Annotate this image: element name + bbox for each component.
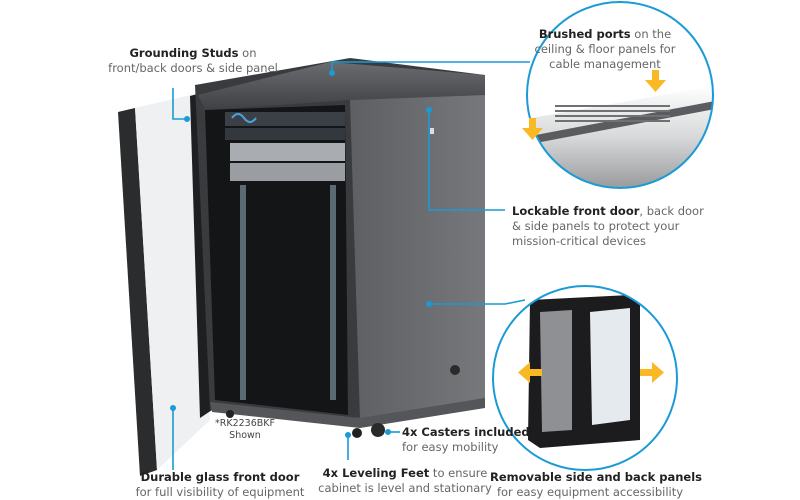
callout-dot-grounding — [184, 116, 190, 122]
glass-front-door — [118, 92, 212, 476]
callout-dot-leveling — [345, 432, 351, 438]
callout-desc: for full visibility of equipment — [135, 485, 305, 499]
model-number: *RK2236BKF — [215, 418, 275, 429]
callout-removable-panels: Removable side and back panels for easy … — [490, 470, 702, 500]
callout-desc: & side panels to protect your — [512, 219, 680, 233]
callout-dot-brushed — [329, 70, 335, 76]
callout-casters: 4x Casters included for easy mobility — [402, 425, 530, 455]
callout-desc: for easy mobility — [402, 440, 499, 454]
callout-title: 4x Casters included — [402, 425, 530, 439]
callout-brushed-ports: Brushed ports on the ceiling & floor pan… — [525, 27, 685, 72]
callout-text: to ensure — [429, 466, 488, 480]
callout-grounding-studs: Grounding Studs on front/back doors & si… — [108, 46, 278, 76]
callout-desc: mission-critical devices — [512, 234, 646, 248]
callout-dot-glass — [170, 405, 176, 411]
callout-dot-lockable — [426, 107, 432, 113]
server-rack-cabinet — [195, 58, 485, 438]
callout-title: Grounding Studs — [129, 46, 239, 60]
callout-title: Lockable front door — [512, 204, 640, 218]
callout-title: 4x Leveling Feet — [322, 466, 430, 480]
callout-desc: ceiling & floor panels for — [534, 42, 676, 56]
callout-title: Durable glass front door — [140, 470, 300, 484]
model-shown-label: Shown — [229, 430, 261, 441]
callout-text: on the — [630, 27, 672, 41]
brushed-ports-inset — [522, 1, 714, 189]
callout-text: on — [238, 46, 257, 60]
right-arrow-icon — [640, 362, 664, 383]
callout-title: Brushed ports — [538, 27, 631, 41]
callout-desc: cable management — [549, 57, 661, 71]
removable-panels-inset — [492, 285, 678, 471]
callout-dot-casters — [385, 429, 391, 435]
down-arrow-icon — [645, 70, 666, 92]
callout-lines — [172, 61, 530, 470]
left-arrow-icon — [518, 362, 542, 383]
callout-text: , back door — [639, 204, 704, 218]
callout-leveling-feet: 4x Leveling Feet to ensure cabinet is le… — [305, 466, 505, 496]
callout-dot-removable — [426, 301, 432, 307]
callout-desc: front/back doors & side panel — [108, 61, 278, 75]
callout-title: Removable side and back panels — [490, 470, 703, 484]
down-arrow-icon — [522, 118, 543, 140]
callout-desc: cabinet is level and stationary — [318, 481, 492, 495]
callout-glass-door: Durable glass front door for full visibi… — [120, 470, 320, 500]
callout-desc: for easy equipment accessibility — [496, 485, 684, 499]
model-note: *RK2236BKF Shown — [215, 418, 275, 442]
callout-lockable-door: Lockable front door, back door & side pa… — [512, 204, 704, 249]
